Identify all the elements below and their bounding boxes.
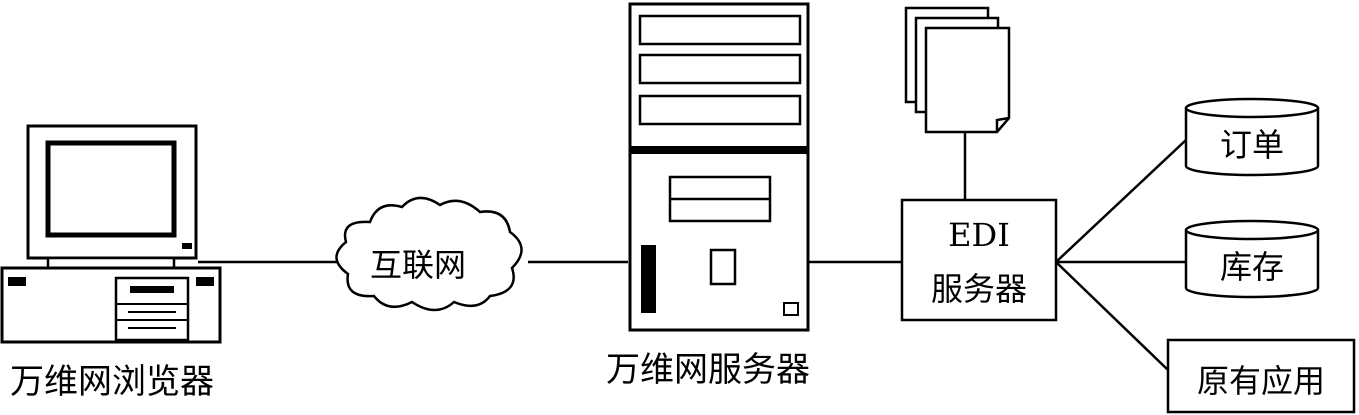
web-server-label: 万维网服务器 [606,350,810,390]
inventory-database-icon [1184,219,1320,299]
orders-label: 订单 [1219,126,1284,164]
edi-server-label-line2: 服务器 [930,270,1027,308]
edi-server-label-line1: EDI [948,216,1010,254]
inventory-label: 库存 [1219,248,1284,286]
legacy-app-box [1166,338,1356,414]
line-edi-legacy [1055,261,1169,371]
internet-label: 互联网 [370,246,467,284]
edi-server-box [900,198,1058,322]
documents-stack-icon [904,6,1011,134]
computer-icon [0,124,222,344]
internet-cloud-icon [335,196,523,312]
connector-lines [198,132,1187,371]
browser-label: 万维网浏览器 [10,362,214,402]
line-edi-orders [1055,139,1187,263]
web-server-icon [628,2,810,332]
orders-database-icon [1184,97,1320,177]
legacy-app-label: 原有应用 [1196,362,1325,400]
